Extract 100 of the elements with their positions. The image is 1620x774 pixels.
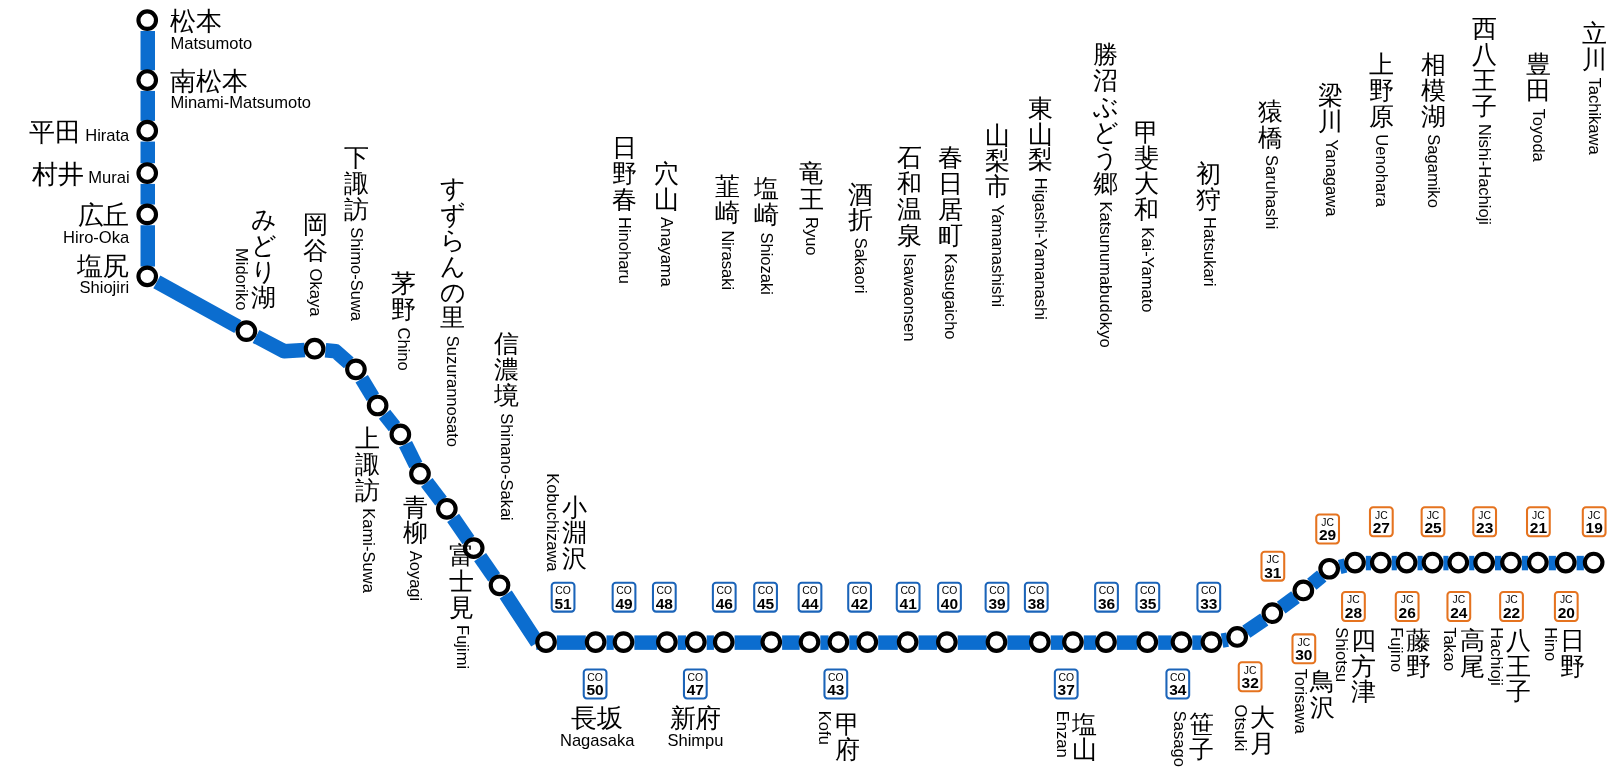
station-number-badge: [797, 581, 823, 613]
station-number-badge: [1341, 590, 1366, 622]
station-name: 青柳: [401, 493, 429, 546]
line-code: JC: [1531, 510, 1546, 521]
station-name-romaji: Katsunumabudokyo: [1096, 201, 1116, 348]
station-number: 22: [1501, 605, 1522, 620]
station-name-romaji: Hinoharu: [614, 216, 635, 285]
rail-line: [820, 635, 829, 650]
station-number: 26: [1397, 605, 1417, 620]
station-name-romaji: Higashi-Yamanashi: [1031, 177, 1051, 320]
station-number-badge: [1135, 581, 1161, 613]
station-name: 平田: [28, 116, 81, 146]
station-number: 43: [826, 682, 846, 698]
station-circle: [303, 337, 326, 360]
station-circle: [366, 394, 389, 417]
station-circle: [1029, 631, 1051, 653]
station-name-romaji: Hatsukari: [1199, 216, 1220, 287]
station-name-romaji: Sasago: [1169, 710, 1189, 767]
rail-line: [1050, 635, 1064, 650]
station-circle: [136, 9, 159, 31]
station-name-romaji: Toyoda: [1529, 108, 1549, 162]
station-number-badge: [1260, 550, 1286, 582]
station-name-romaji: Hiro-Oka: [63, 228, 130, 247]
station-circle: [1527, 551, 1549, 574]
station-name-romaji: Kami-Suwa: [358, 508, 379, 593]
station-number: 46: [714, 596, 734, 611]
station-name-romaji: Kasugaicho: [941, 253, 961, 340]
station-name: 八王子: [1505, 627, 1533, 705]
line-code: JC: [1451, 595, 1467, 606]
station-number-badge: [1165, 668, 1191, 700]
station-number: 36: [1096, 596, 1117, 611]
station-circle: [1395, 551, 1418, 574]
line-code: CO: [801, 585, 819, 597]
station-number-badge: [823, 668, 849, 700]
station-circle: [1500, 551, 1522, 574]
station-circle: [1226, 626, 1249, 648]
station-name: 塩崎: [753, 175, 780, 228]
station-name-romaji: Enzan: [1052, 710, 1072, 758]
line-code: JC: [1425, 510, 1441, 521]
line-code: JC: [1374, 510, 1389, 521]
station-circle: [612, 631, 635, 653]
station-name-romaji: Matsumoto: [170, 34, 253, 53]
station-circle: [488, 574, 511, 597]
station-number-badge: [1315, 513, 1340, 545]
station-name: 松本: [170, 7, 224, 35]
station-circle: [136, 119, 159, 142]
station-number-badge: [1472, 506, 1498, 538]
line-code: CO: [655, 585, 674, 597]
station-name: 春日居町: [937, 144, 964, 248]
line-code: CO: [1027, 585, 1045, 597]
station-number: 30: [1294, 647, 1314, 663]
station-number: 45: [755, 596, 776, 611]
line-code: CO: [686, 672, 705, 683]
rail-line: [677, 635, 686, 650]
station-number-badge: [1394, 590, 1420, 622]
station-number: 49: [614, 596, 634, 611]
station-name-romaji: Shimo-Suwa: [347, 227, 367, 321]
station-number: 32: [1240, 675, 1260, 691]
station-circle: [827, 631, 850, 653]
station-name-romaji: Isawaonsen: [899, 253, 920, 342]
station-name: 豊田: [1525, 51, 1552, 104]
rail-line: [634, 635, 658, 650]
line-code: JC: [1586, 510, 1602, 521]
station-name: 甲斐大和: [1133, 118, 1161, 223]
station-circle: [1170, 631, 1193, 653]
station-name: 長坂: [570, 704, 624, 732]
station-name: 韮崎: [713, 173, 741, 226]
station-name-romaji: Shimpu: [667, 731, 724, 750]
line-code: CO: [1169, 672, 1187, 683]
rail-line: [421, 478, 447, 506]
rail-line: [1307, 570, 1327, 590]
station-name-romaji: Yamanashishi: [987, 204, 1008, 308]
station-number: 33: [1199, 596, 1219, 611]
line-code: CO: [1139, 585, 1157, 597]
station-circle: [936, 631, 958, 653]
station-name: 甲府: [833, 710, 861, 763]
station-name: みどり湖: [250, 206, 277, 310]
station-name: 勝沼ぶどう郷: [1092, 41, 1119, 197]
station-name-romaji: Yanagawa: [1321, 139, 1341, 217]
station-name: 石和温泉: [895, 144, 923, 248]
station-name-romaji: Nishi-Hachioji: [1475, 124, 1495, 226]
station-name-romaji: Chino: [393, 327, 414, 371]
station-number: 23: [1475, 520, 1495, 536]
station-name: 梁川: [1317, 82, 1345, 135]
station-circle: [136, 265, 159, 288]
station-name-romaji: Fujino: [1386, 627, 1406, 673]
station-number-badge: [1499, 590, 1524, 622]
station-circle: [136, 203, 159, 226]
rail-line: [957, 635, 987, 650]
rail-line: [782, 635, 800, 650]
station-number: 39: [987, 596, 1007, 611]
line-code: CO: [988, 585, 1006, 597]
rail-line: [878, 635, 898, 650]
rail-line: [474, 552, 501, 582]
station-name: 笹子: [1188, 710, 1215, 763]
station-number-badge: [1526, 506, 1551, 538]
station-name-romaji: Kobuchizawa: [542, 473, 562, 572]
station-name-romaji: Minami-Matsumoto: [170, 94, 311, 113]
station-name: 山梨市: [983, 121, 1011, 200]
rail-line: [140, 225, 155, 267]
